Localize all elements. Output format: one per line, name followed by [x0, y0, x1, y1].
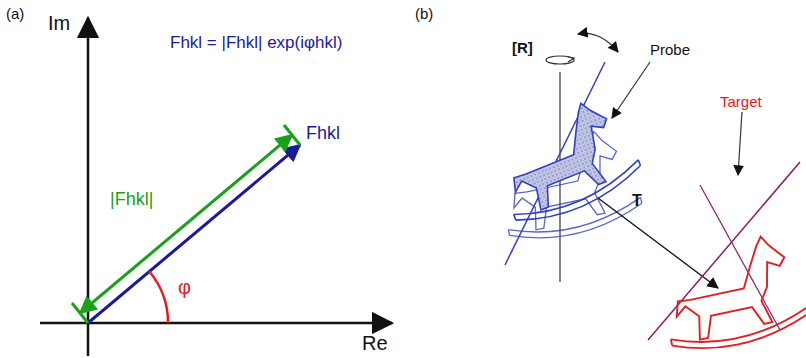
probe-label: Probe — [650, 42, 690, 59]
target-label: Target — [720, 94, 762, 111]
translation-label: T — [632, 192, 642, 210]
magnitude-label: |Fhkl| — [110, 190, 153, 210]
axis-label: Im — [48, 12, 70, 34]
vector-label: Fhkl — [306, 124, 340, 144]
rotation-label: [R] — [512, 40, 533, 57]
panel-label: (a) — [6, 6, 24, 23]
angle-label: φ — [178, 276, 191, 298]
panel-label: (b) — [415, 6, 433, 23]
formula: Fhkl = |Fhkl| exp(iφhkl) — [170, 34, 342, 53]
axis-label: Re — [362, 332, 388, 354]
